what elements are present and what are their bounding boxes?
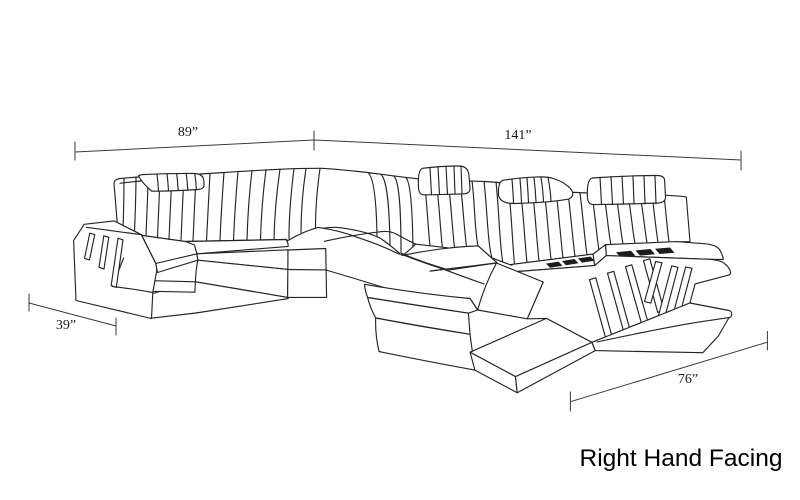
svg-text:39”: 39” [56, 318, 76, 333]
svg-text:89”: 89” [178, 125, 198, 140]
svg-text:76”: 76” [678, 372, 698, 387]
svg-text:Right Hand Facing: Right Hand Facing [580, 445, 783, 472]
svg-text:141”: 141” [504, 128, 531, 143]
